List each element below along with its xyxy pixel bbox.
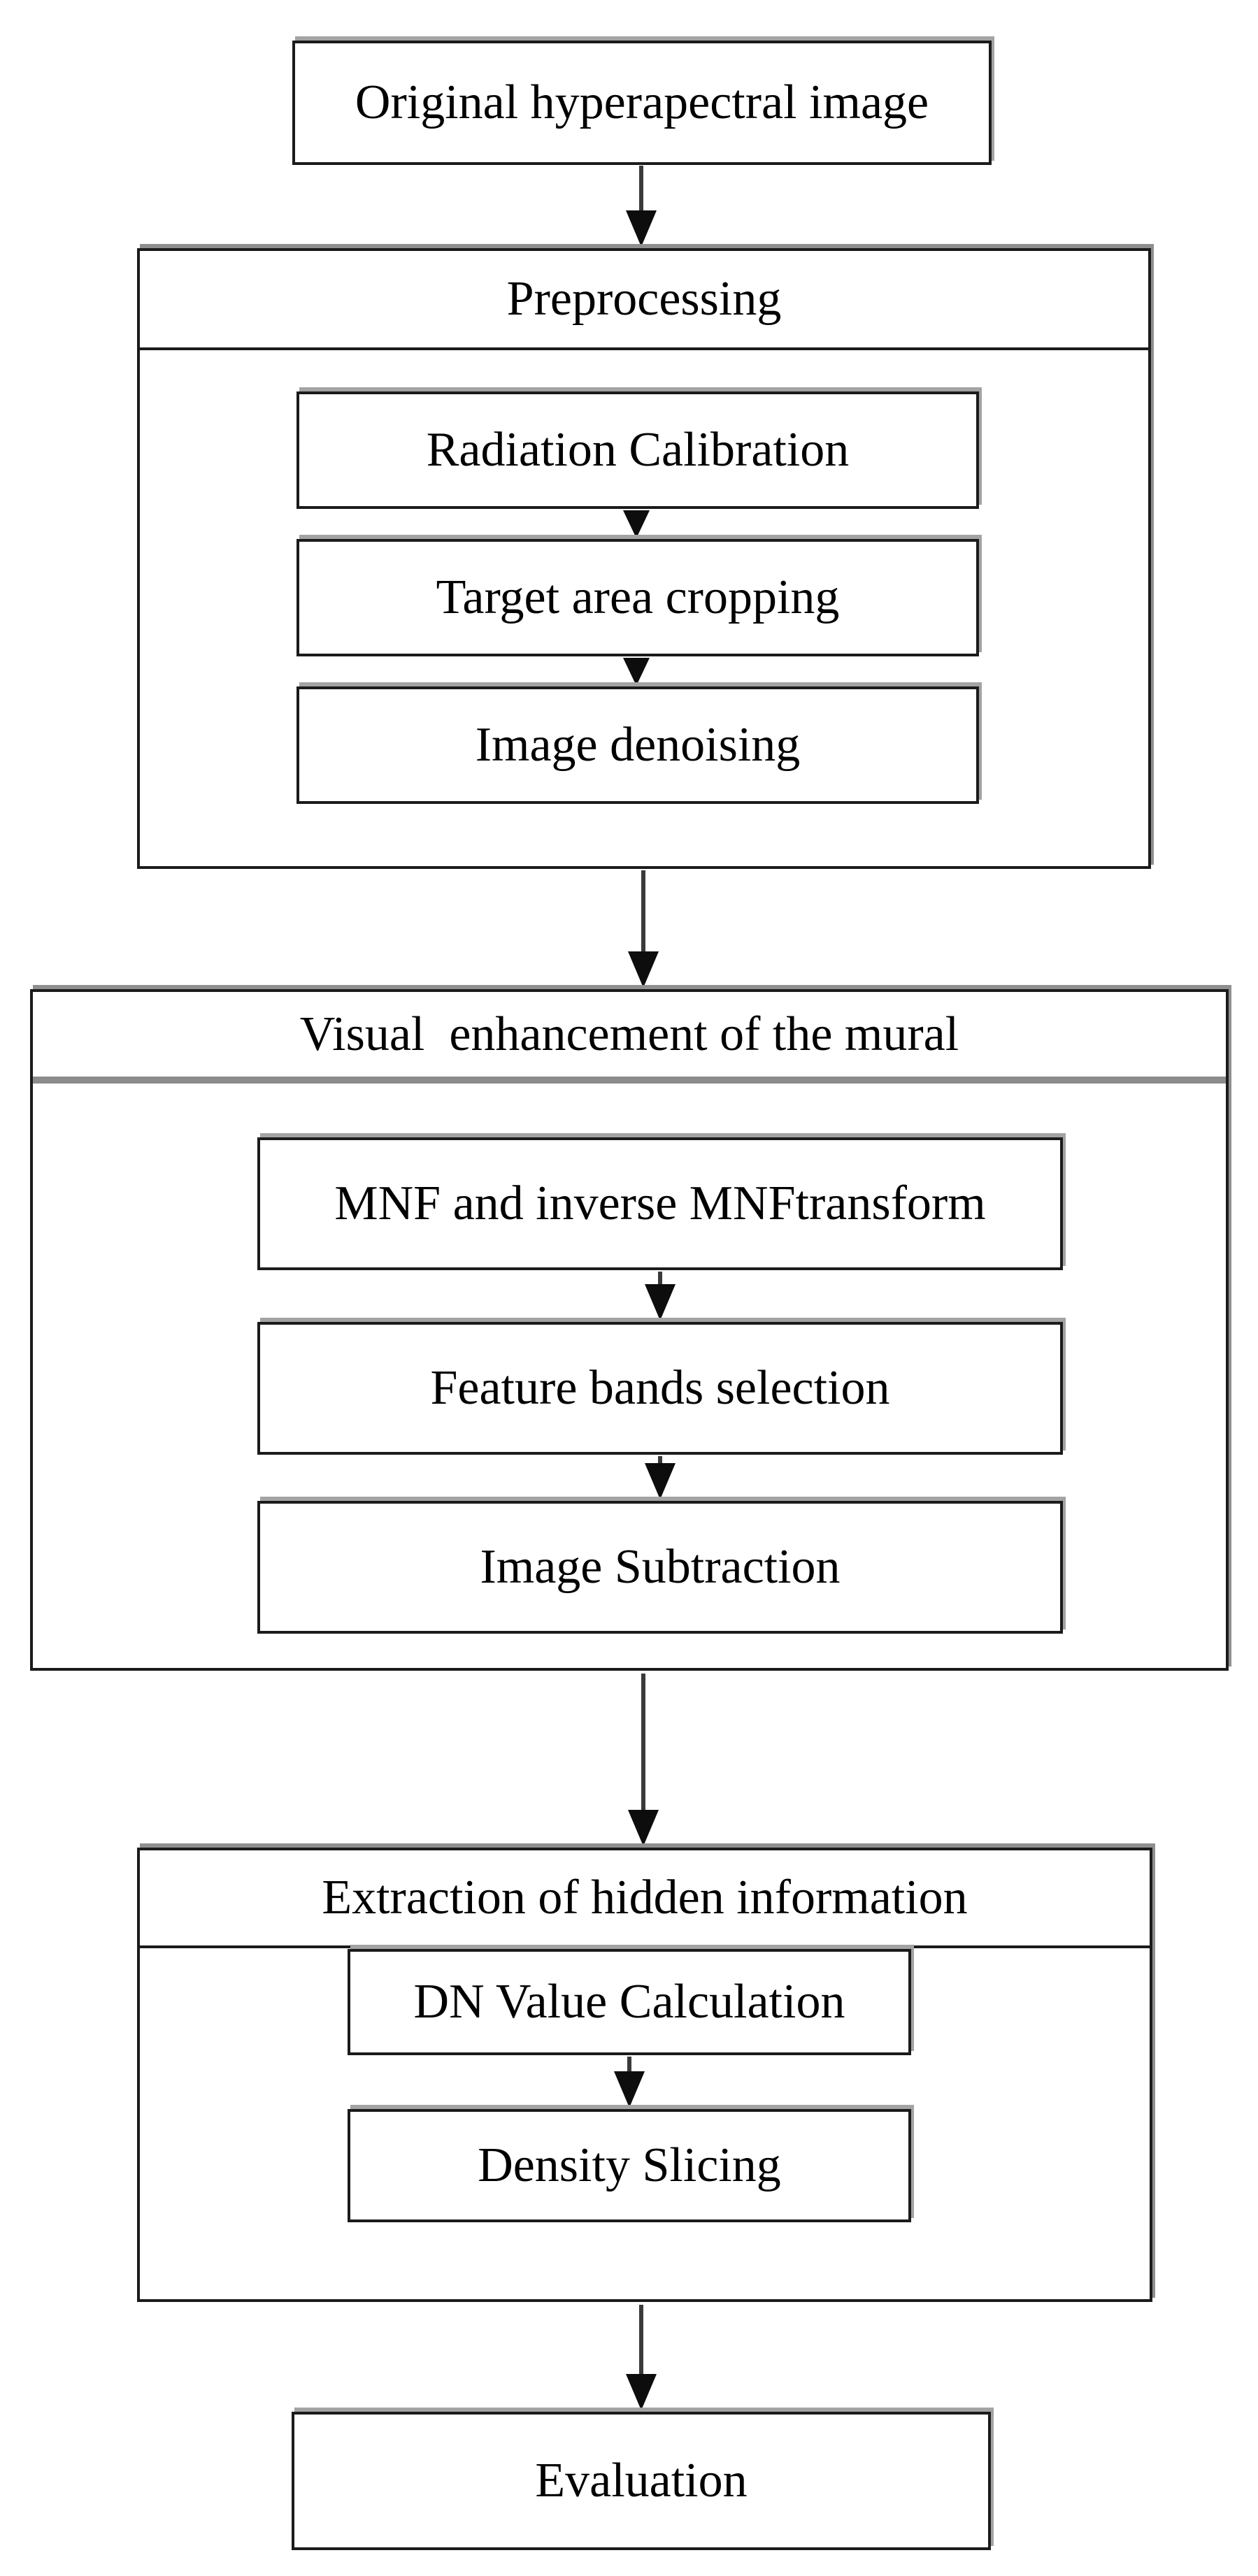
section-visual-enhancement-header: Visual enhancement of the mural [33,992,1226,1084]
flow-arrow-down [621,658,652,686]
arrow-shaft [639,166,643,210]
arrow-shaft [658,1456,662,1463]
step-target-area-cropping: Target area cropping [296,539,979,656]
arrow-head-icon [628,1810,659,1846]
flow-arrow-down [626,166,657,247]
arrow-head-icon [626,2374,657,2410]
step-radiation-calibration: Radiation Calibration [296,391,979,509]
step-label: DN Value Calculation [413,1975,845,2029]
arrow-head-icon [628,951,659,988]
section-preprocessing-title: Preprocessing [506,272,782,326]
arrow-shaft [639,2305,643,2374]
section-visual-enhancement-title: Visual enhancement of the mural [299,1007,959,1061]
step-dn-value-calculation: DN Value Calculation [348,1949,911,2055]
flow-arrow-down [645,1272,676,1321]
arrow-head-icon [626,210,657,247]
start-box-original-hyperspectral-image: Original hyperapectral image [292,41,992,165]
step-mnf-and-inverse-mnf-transform: MNF and inverse MNFtransform [257,1137,1063,1270]
arrow-shaft [641,1674,645,1810]
end-box-label: Evaluation [535,2454,748,2507]
step-label: Image Subtraction [480,1540,841,1594]
arrow-head-icon [645,1284,676,1321]
arrow-shaft [641,870,645,951]
start-box-label: Original hyperapectral image [355,75,929,129]
arrow-head-icon [645,1463,676,1499]
step-image-subtraction: Image Subtraction [257,1501,1063,1634]
arrow-head-icon [623,510,650,538]
step-label: MNF and inverse MNFtransform [334,1177,986,1230]
arrow-head-icon [623,658,650,686]
step-label: Image denoising [475,718,801,772]
end-box-evaluation: Evaluation [292,2412,991,2550]
flow-arrow-down [628,870,659,988]
step-label: Radiation Calibration [426,423,850,477]
arrow-shaft [627,2057,631,2071]
section-extraction-header: Extraction of hidden information [140,1850,1150,1948]
step-label: Density Slicing [478,2138,781,2192]
step-label: Target area cropping [436,570,840,624]
step-label: Feature bands selection [430,1361,890,1415]
flow-arrow-down [621,510,652,538]
section-extraction-title: Extraction of hidden information [322,1871,968,1924]
section-extraction-hidden-information: Extraction of hidden information [137,1848,1152,2302]
arrow-shaft [658,1272,662,1284]
flow-arrow-down [614,2057,645,2108]
arrow-head-icon [614,2071,645,2108]
step-image-denoising: Image denoising [296,686,979,804]
flow-arrow-down [626,2305,657,2410]
flow-arrow-down [628,1674,659,1846]
flow-arrow-down [645,1456,676,1499]
step-density-slicing: Density Slicing [348,2109,911,2222]
section-preprocessing-header: Preprocessing [140,251,1148,350]
step-feature-bands-selection: Feature bands selection [257,1322,1063,1455]
